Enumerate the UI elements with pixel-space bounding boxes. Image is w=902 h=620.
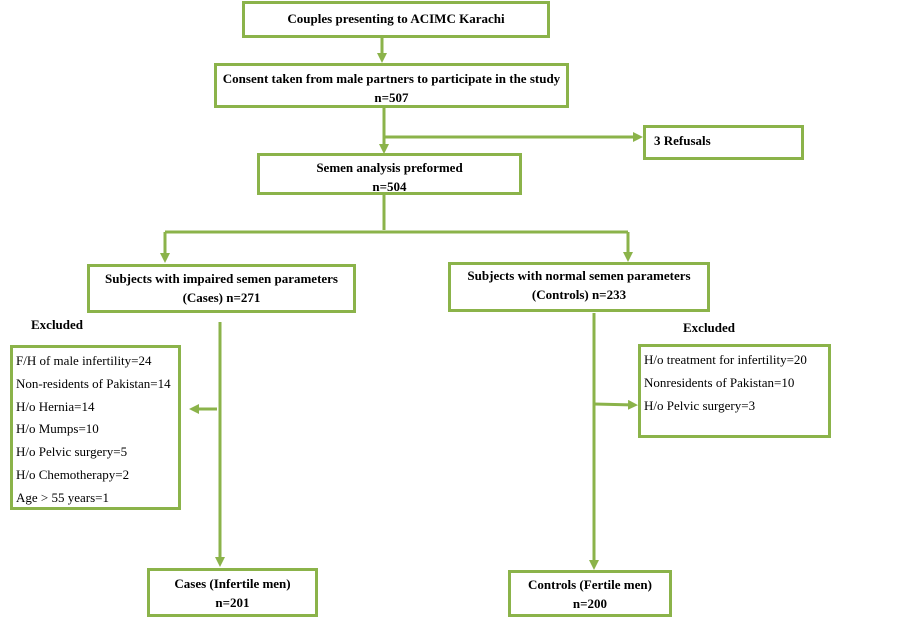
excluded-left-label: Excluded bbox=[31, 317, 84, 332]
box-consent: Consent taken from male partners to part… bbox=[214, 63, 569, 108]
cases-final-text: Cases (Infertile men) bbox=[174, 576, 291, 591]
box-presenting: Couples presenting to ACIMC Karachi bbox=[242, 1, 550, 38]
excluded-right-label: Excluded bbox=[683, 320, 736, 335]
excluded-left-item: Age > 55 years=1 bbox=[16, 489, 109, 505]
controls-final-text: Controls (Fertile men) bbox=[528, 577, 652, 592]
arrow-to-excluded-right bbox=[593, 399, 638, 410]
box-impaired-cases: Subjects with impaired semen parameters … bbox=[87, 264, 356, 313]
controls-final-count: n=200 bbox=[572, 596, 608, 611]
semen-text: Semen analysis preformed bbox=[316, 160, 463, 175]
box-refusals: 3 Refusals bbox=[643, 125, 804, 160]
excluded-right-item: H/o treatment for infertility=20 bbox=[644, 352, 807, 367]
excluded-left-item: H/o Pelvic surgery=5 bbox=[16, 444, 128, 460]
box-cases-final: Cases (Infertile men) n=201 bbox=[147, 568, 318, 617]
presenting-text: Couples presenting to ACIMC Karachi bbox=[287, 11, 505, 26]
impaired-text: Subjects with impaired semen parameters bbox=[104, 271, 338, 286]
box-normal-controls: Subjects with normal semen parameters (C… bbox=[448, 262, 710, 312]
excluded-left-item: H/o Mumps=10 bbox=[16, 421, 99, 437]
excluded-left-item: Non-residents of Pakistan=14 bbox=[16, 375, 171, 391]
box-excluded-left: F/H of male infertility=24 Non-residents… bbox=[10, 345, 181, 510]
semen-count: n=504 bbox=[372, 179, 407, 194]
cases-final-count: n=201 bbox=[215, 595, 250, 610]
impaired-count: (Cases) n=271 bbox=[182, 290, 261, 305]
excluded-right-item: H/o Pelvic surgery=3 bbox=[644, 397, 756, 413]
box-semen-analysis: Semen analysis preformed n=504 bbox=[257, 153, 522, 195]
consent-text: Consent taken from male partners to part… bbox=[222, 71, 561, 86]
excluded-left-item: F/H of male infertility=24 bbox=[16, 353, 152, 368]
excluded-left-item: H/o Chemotherapy=2 bbox=[16, 466, 130, 482]
refusals-text: 3 Refusals bbox=[654, 133, 711, 148]
normal-count: (Controls) n=233 bbox=[531, 287, 627, 302]
normal-text: Subjects with normal semen parameters bbox=[467, 268, 691, 283]
box-controls-final: Controls (Fertile men) n=200 bbox=[508, 570, 672, 617]
excluded-right-item: Nonresidents of Pakistan=10 bbox=[644, 374, 795, 390]
consent-count: n=507 bbox=[374, 90, 409, 105]
box-excluded-right: H/o treatment for infertility=20 Nonresi… bbox=[638, 344, 831, 438]
excluded-left-item: H/o Hernia=14 bbox=[16, 398, 95, 414]
